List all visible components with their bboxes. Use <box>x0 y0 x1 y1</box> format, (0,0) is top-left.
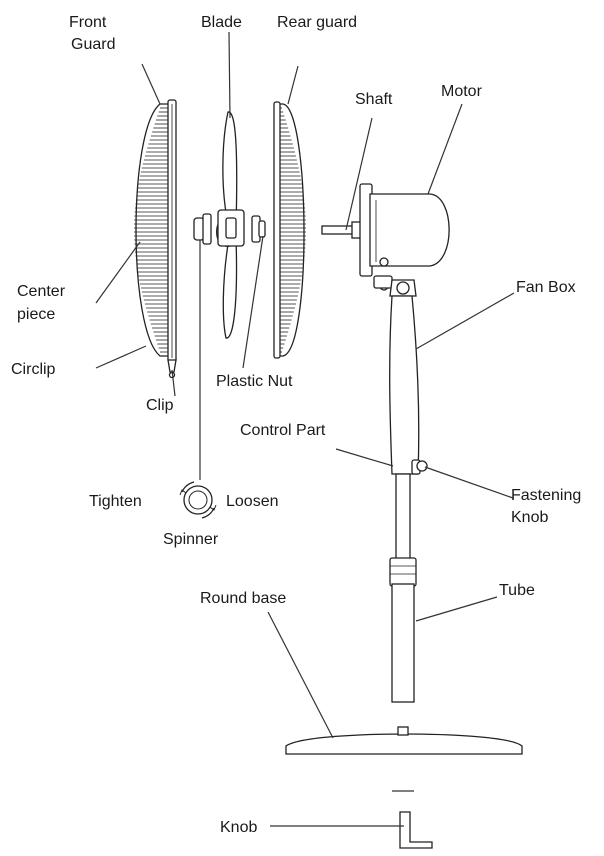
fastening-knob-label-line2: Knob <box>511 509 548 526</box>
clip-label: Clip <box>146 397 174 414</box>
tube-label: Tube <box>499 582 535 599</box>
front-guard-label-line2: Guard <box>71 36 115 53</box>
leader-lines <box>95 31 515 827</box>
knob-label: Knob <box>220 819 257 836</box>
blade <box>216 111 245 339</box>
motor <box>321 183 450 291</box>
circlip-label: Circlip <box>11 361 56 378</box>
blade-label: Blade <box>201 14 242 31</box>
fan-box <box>389 279 428 475</box>
spinner-label: Spinner <box>163 531 219 548</box>
spinner-rotation-icon <box>179 481 217 519</box>
front-guard <box>134 99 177 363</box>
spinner-part <box>193 213 212 245</box>
control-part-label: Control Part <box>240 422 326 439</box>
fan-box-label: Fan Box <box>516 279 576 296</box>
plastic-nut-part <box>251 215 266 243</box>
fastening-knob-label-line1: Fastening <box>511 487 581 504</box>
tighten-label: Tighten <box>89 493 142 510</box>
center-piece-label-line1: Center <box>17 283 66 300</box>
knob-part <box>392 790 433 849</box>
labels: Front Guard Blade Rear guard Shaft Motor… <box>11 14 581 836</box>
plastic-nut-label: Plastic Nut <box>216 373 293 390</box>
loosen-label: Loosen <box>226 493 279 510</box>
center-piece-label-line2: piece <box>17 306 55 323</box>
tube <box>389 473 417 703</box>
motor-label: Motor <box>441 83 483 100</box>
round-base-label: Round base <box>200 590 286 607</box>
rear-guard-label: Rear guard <box>277 14 357 31</box>
round-base <box>285 726 523 755</box>
rear-guard <box>273 101 306 359</box>
front-guard-label-line1: Front <box>69 14 107 31</box>
shaft-label: Shaft <box>355 91 393 108</box>
